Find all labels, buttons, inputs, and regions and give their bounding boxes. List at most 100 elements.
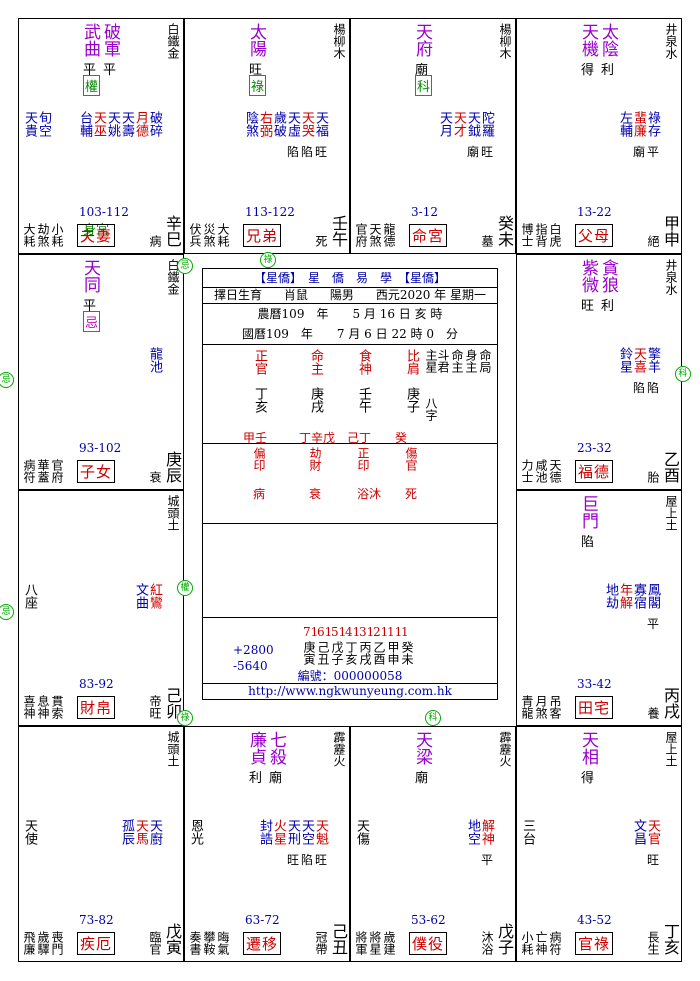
- stem-branch: 乙酉: [661, 451, 680, 483]
- border-transform-badge: 忌: [0, 604, 14, 620]
- life-stage: 沐浴: [480, 931, 494, 955]
- left-star: 三台: [520, 819, 535, 845]
- minor-star: 紅鸞: [147, 583, 162, 609]
- record-code: 編號：000000058: [297, 669, 403, 683]
- main-star: 天同: [80, 259, 100, 293]
- minor-star: 年解: [617, 583, 632, 609]
- body-palace-label: 身宮: [83, 223, 110, 238]
- age-range: 73-82: [79, 913, 114, 927]
- star-brightness: 利: [601, 299, 615, 314]
- minor-star: 天虛: [285, 111, 300, 137]
- center-panel: 【星僑】 星 僑 易 學 【星僑】 擇日生育 肖鼠 陽男 西元2020 年 星期…: [202, 268, 498, 700]
- stem-branch: 甲申: [661, 215, 680, 247]
- life-stage: 死: [314, 235, 328, 247]
- age-range: 113-122: [245, 205, 295, 219]
- main-star: 天相: [578, 731, 598, 765]
- life-god: 官府: [50, 459, 64, 483]
- main-star: 貪狼: [598, 259, 618, 293]
- solar-date: 國曆109 年 7 月 6 日 22 時 0 分: [203, 325, 497, 345]
- right-column: 命主: [450, 349, 464, 373]
- life-god: 月煞: [534, 695, 548, 719]
- ten-god: 傷官: [404, 447, 418, 471]
- minor-star: 解神: [479, 819, 494, 845]
- pillar-label: 正官: [252, 349, 267, 375]
- left-star: 恩光: [188, 819, 203, 845]
- age-range: 93-102: [79, 441, 122, 455]
- nayin-element: 城頭土: [166, 731, 180, 767]
- hidden-stem: 甲壬: [243, 431, 268, 445]
- life-stage: 絕: [646, 235, 660, 247]
- minor-brightness: 旺: [314, 145, 327, 159]
- life-god: 歲驛: [36, 931, 50, 955]
- stem-branch: 丙戌: [661, 687, 680, 719]
- minor-star: 陀羅: [479, 111, 494, 137]
- minor-brightness: 陷: [286, 145, 299, 159]
- main-star: 巨門: [578, 495, 598, 529]
- life-god: 咸池: [534, 459, 548, 483]
- minor-star: 左輔: [617, 111, 632, 137]
- palace-label[interactable]: 財帛: [77, 696, 116, 719]
- palace-label[interactable]: 父母: [575, 224, 614, 247]
- nayin-element: 楊柳木: [498, 23, 512, 59]
- minor-star: 天巫: [91, 111, 106, 137]
- pillar-ganzhi: 庚戌: [308, 387, 323, 413]
- center-row1-c: 陽男: [329, 288, 354, 302]
- minor-star: 月德: [133, 111, 148, 137]
- minor-brightness: 旺: [646, 853, 659, 867]
- age-range: 3-12: [411, 205, 438, 219]
- website-link[interactable]: http://www.ngkwunyeung.com.hk: [203, 683, 497, 698]
- palace-label[interactable]: 兄弟: [243, 224, 282, 247]
- center-row1-d: 西元2020 年 星期一: [375, 288, 486, 302]
- minor-star: 右弼: [257, 111, 272, 137]
- palace-label[interactable]: 遷移: [243, 932, 282, 955]
- palace-label[interactable]: 僕役: [409, 932, 448, 955]
- palace-label[interactable]: 命宮: [409, 224, 448, 247]
- pillar-label: 命主: [308, 349, 323, 375]
- life-god: 華蓋: [36, 459, 50, 483]
- dayun-age: 41: [345, 625, 361, 639]
- hidden-stem: 丁辛戊: [299, 431, 336, 445]
- star-brightness: 得: [581, 63, 595, 78]
- minor-brightness: 陷: [646, 381, 659, 395]
- hidden-stem: 己丁: [347, 431, 372, 445]
- star-brightness: 廟: [415, 63, 429, 78]
- transform-badge: 祿: [249, 75, 267, 96]
- right-header: 八字: [424, 397, 438, 421]
- transform-badge: 科: [415, 75, 433, 96]
- hidden-stem: 癸: [395, 431, 408, 445]
- life-god: 大耗: [216, 223, 230, 247]
- right-column: 身主: [464, 349, 478, 373]
- palace-label[interactable]: 疾厄: [77, 932, 116, 955]
- palace-label[interactable]: 子女: [77, 460, 116, 483]
- age-range: 53-62: [411, 913, 446, 927]
- main-star: 廉貞: [246, 731, 266, 765]
- minor-star: 歲破: [271, 111, 286, 137]
- right-header: 主星: [424, 349, 438, 373]
- minor-star: 地空: [465, 819, 480, 845]
- palace-label[interactable]: 福德: [575, 460, 614, 483]
- star-brightness: 利: [249, 771, 263, 786]
- center-divider: [203, 443, 497, 444]
- dayun-age: 51: [331, 625, 347, 639]
- nayin-element: 屋上土: [664, 731, 678, 767]
- main-star: 天機: [578, 23, 598, 57]
- palace-label[interactable]: 田宅: [575, 696, 614, 719]
- minor-star: 陰煞: [243, 111, 258, 137]
- palace-label[interactable]: 夫妻: [77, 224, 116, 247]
- nayin-element: 霹靂火: [498, 731, 512, 767]
- nayin-element: 楊柳木: [332, 23, 346, 59]
- minor-star: 天壽: [119, 111, 134, 137]
- palace-label[interactable]: 官祿: [575, 932, 614, 955]
